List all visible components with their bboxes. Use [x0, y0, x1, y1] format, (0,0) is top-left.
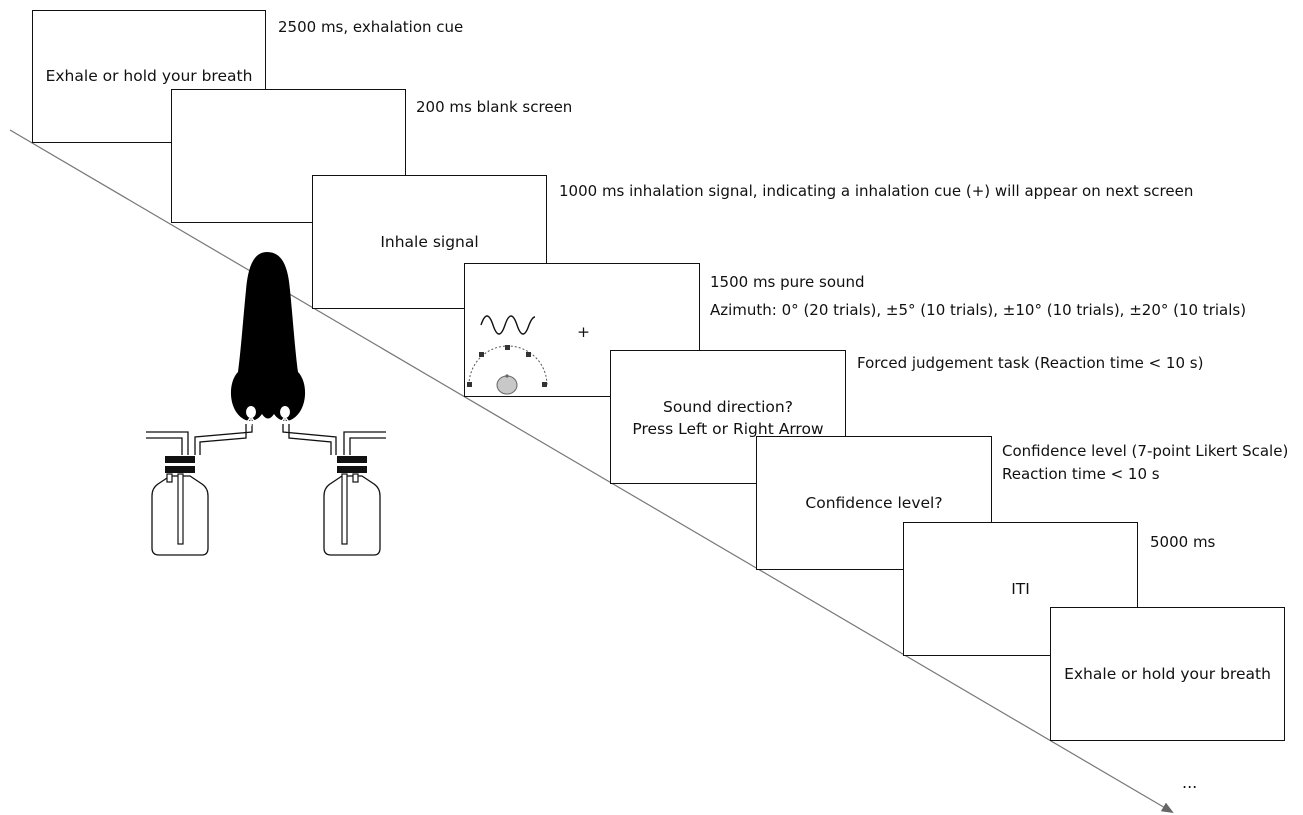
head-speaker-arc-icon — [467, 345, 548, 395]
note-confidence-scale: Confidence level (7-point Likert Scale) — [1002, 442, 1289, 460]
note-exhale-cue: 2500 ms, exhalation cue — [278, 18, 464, 36]
note-forced-judgement: Forced judgement task (Reaction time < 1… — [857, 354, 1204, 372]
note-iti: 5000 ms — [1150, 533, 1216, 551]
note-inhale-signal: 1000 ms inhalation signal, indicating a … — [559, 182, 1194, 200]
odor-bottle-icon — [323, 456, 381, 556]
sine-wave-icon — [480, 315, 536, 335]
note-confidence-rt: Reaction time < 10 s — [1002, 465, 1160, 483]
screen-inhale-signal-text: Inhale signal — [380, 233, 479, 251]
odor-bottle-icon — [151, 456, 209, 556]
note-blank: 200 ms blank screen — [416, 98, 573, 116]
fixation-cross: + — [577, 323, 590, 341]
screen-sound-direction-line2: Press Left or Right Arrow — [632, 420, 824, 438]
nose-icon — [230, 252, 306, 426]
screen-exhale-cue-next: Exhale or hold your breath — [1050, 607, 1285, 741]
note-pure-sound: 1500 ms pure sound — [710, 273, 865, 291]
timeline-arrow-icon — [9, 129, 1174, 814]
screen-confidence-text: Confidence level? — [805, 494, 943, 512]
screen-exhale-cue-text: Exhale or hold your breath — [45, 67, 253, 85]
screen-exhale-cue: Exhale or hold your breath — [32, 10, 266, 143]
olfactometer-tubes — [146, 424, 386, 455]
note-azimuth: Azimuth: 0° (20 trials), ±5° (10 trials)… — [710, 301, 1247, 319]
sound-illustration — [467, 315, 548, 395]
screen-exhale-cue-next-text: Exhale or hold your breath — [1064, 665, 1271, 683]
continuation-ellipsis: ... — [1182, 773, 1198, 792]
screen-iti-text: ITI — [1011, 580, 1030, 598]
screen-sound-direction-line1: Sound direction? — [663, 398, 793, 416]
